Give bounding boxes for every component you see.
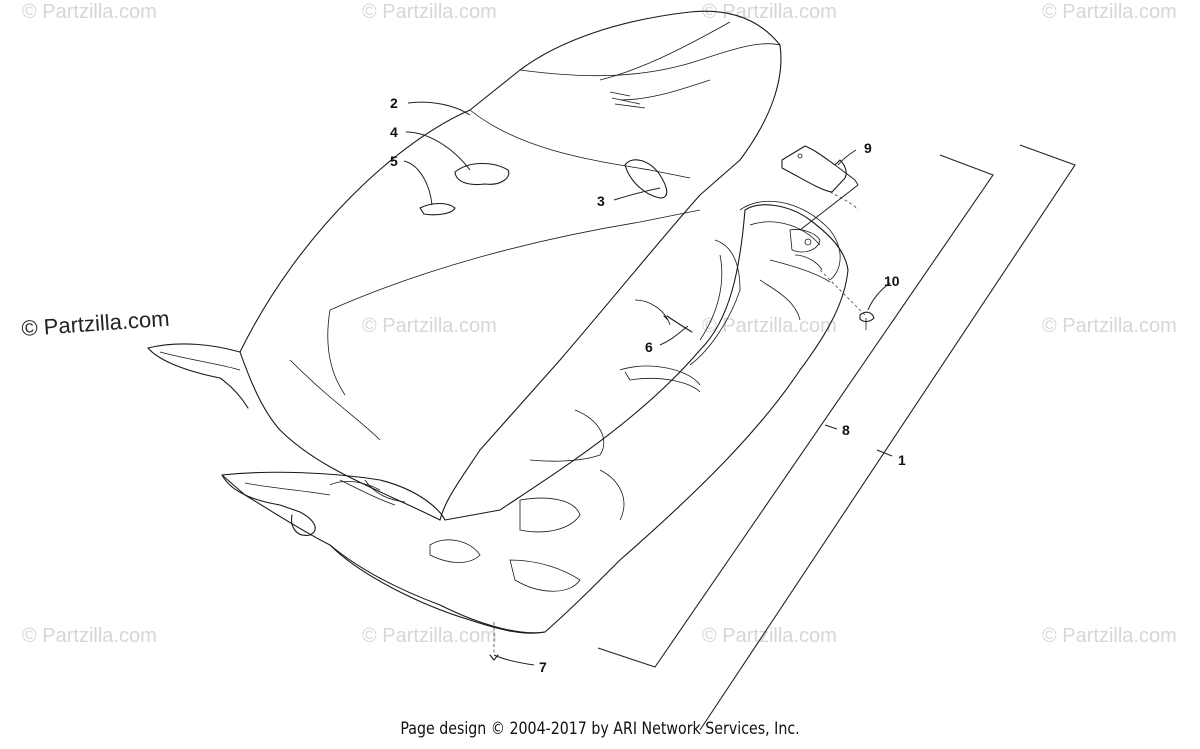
watermark-text: © Partzilla.com bbox=[702, 315, 837, 337]
callout-6[interactable]: 6 bbox=[645, 339, 653, 355]
watermark-main: © Partzilla.com bbox=[21, 306, 171, 341]
watermark-text: © Partzilla.com bbox=[362, 315, 497, 337]
callout-4[interactable]: 4 bbox=[390, 124, 398, 140]
watermark-text: © Partzilla.com bbox=[1042, 1, 1177, 23]
callout-8[interactable]: 8 bbox=[842, 422, 850, 438]
callout-2[interactable]: 2 bbox=[390, 95, 398, 111]
latch-part bbox=[789, 229, 875, 330]
watermark-text: © Partzilla.com bbox=[702, 625, 837, 647]
callout-10[interactable]: 10 bbox=[884, 273, 900, 289]
footer-copyright: Page design © 2004-2017 by ARI Network S… bbox=[400, 719, 800, 738]
watermark-text: © Partzilla.com bbox=[22, 625, 157, 647]
seat-base-drawing bbox=[221, 200, 849, 634]
callout-7[interactable]: 7 bbox=[539, 659, 547, 675]
watermark-layer: © Partzilla.com © Partzilla.com © Partzi… bbox=[21, 1, 1177, 647]
watermark-text: © Partzilla.com bbox=[362, 1, 497, 23]
watermark-text: © Partzilla.com bbox=[362, 625, 497, 647]
callout-labels: 2 4 5 3 6 7 8 1 9 10 bbox=[390, 95, 906, 675]
bracket-part bbox=[781, 145, 859, 231]
small-parts bbox=[489, 315, 693, 661]
watermark-text: © Partzilla.com bbox=[1042, 315, 1177, 337]
callout-5[interactable]: 5 bbox=[390, 153, 398, 169]
watermark-text: © Partzilla.com bbox=[702, 1, 837, 23]
watermark-text: © Partzilla.com bbox=[1042, 625, 1177, 647]
callout-leaders bbox=[403, 101, 891, 666]
seat-cover-drawing bbox=[147, 10, 782, 521]
callout-9[interactable]: 9 bbox=[864, 140, 872, 156]
assembly-brackets bbox=[597, 144, 1076, 731]
callout-1[interactable]: 1 bbox=[898, 452, 906, 468]
callout-3[interactable]: 3 bbox=[597, 193, 605, 209]
watermark-text: © Partzilla.com bbox=[22, 1, 157, 23]
